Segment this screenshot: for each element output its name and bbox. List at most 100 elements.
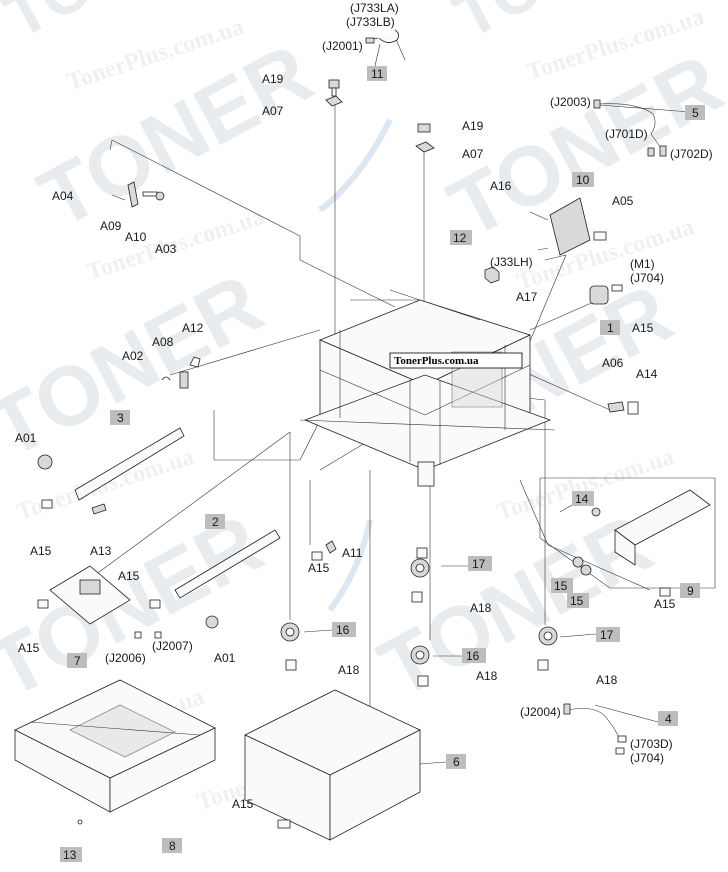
site-badge: TonerPlus.com.ua xyxy=(389,352,523,369)
part-label: 2 xyxy=(212,515,219,529)
part-label: (M1) xyxy=(630,257,655,271)
part-label: A12 xyxy=(182,321,204,335)
part-label: A14 xyxy=(636,367,658,381)
part-label: 16 xyxy=(466,649,480,663)
caster-17a xyxy=(410,547,430,603)
callout-1: 1 xyxy=(600,320,620,335)
callout-15b: 15 xyxy=(567,593,589,608)
part-label: (J702D) xyxy=(670,147,713,161)
part-label: A15 xyxy=(232,797,254,811)
part-label: 14 xyxy=(575,492,589,506)
part-label: 17 xyxy=(600,628,614,642)
frame-assembly xyxy=(299,289,556,487)
callout-7: 7 xyxy=(67,653,87,668)
part-label: (J704) xyxy=(630,751,664,765)
callout-boxes: 11 5 10 12 1 3 2 14 9 15 15 17 17 16 16 … xyxy=(60,66,705,862)
part-label: A18 xyxy=(338,663,360,677)
callout-2: 2 xyxy=(205,514,225,529)
part-label: A07 xyxy=(462,147,484,161)
callout-8: 8 xyxy=(162,838,182,853)
part-label: (J2003) xyxy=(550,95,591,109)
part-label: A10 xyxy=(125,230,147,244)
watermark-url: TonerPlus.com.ua xyxy=(514,214,697,296)
callout-15a: 15 xyxy=(551,578,573,593)
part-labels: (J733LA) (J733LB) (J2001) A19 A07 A19 A0… xyxy=(15,1,713,811)
site-badge-text: TonerPlus.com.ua xyxy=(394,355,479,367)
part-label: 13 xyxy=(63,848,77,862)
part-label: (J2004) xyxy=(520,705,561,719)
caster-16b xyxy=(410,645,430,687)
part-label: 12 xyxy=(453,231,467,245)
part-label: 1 xyxy=(607,321,614,335)
part-label: (J704) xyxy=(630,271,664,285)
part-label: 3 xyxy=(117,411,124,425)
part-label: A17 xyxy=(516,290,538,304)
callout-6: 6 xyxy=(446,754,466,769)
part-label: A18 xyxy=(596,673,618,687)
part-label: A18 xyxy=(470,601,492,615)
part-label: 11 xyxy=(371,67,384,81)
part-label: A08 xyxy=(152,335,174,349)
part-label: (J733LA) xyxy=(350,1,399,15)
part-label: A16 xyxy=(490,179,512,193)
part-label: A02 xyxy=(122,349,144,363)
part-label: A15 xyxy=(632,321,654,335)
part-label: 17 xyxy=(472,557,486,571)
callout-9: 9 xyxy=(680,583,700,598)
caster-17b xyxy=(537,626,558,671)
part-label: (J2001) xyxy=(322,39,363,53)
part-label: (J703D) xyxy=(630,737,673,751)
part-label: A05 xyxy=(612,194,634,208)
callout-12: 12 xyxy=(450,230,472,245)
part-label: A01 xyxy=(214,651,236,665)
part-label: 6 xyxy=(453,755,460,769)
caster-16a xyxy=(280,622,300,671)
part-label: 5 xyxy=(692,106,699,120)
part-label: 7 xyxy=(74,654,81,668)
callout-4: 4 xyxy=(658,711,678,726)
part-label: 9 xyxy=(687,584,694,598)
leader-lines xyxy=(94,36,691,823)
part-label: A07 xyxy=(262,104,284,118)
callout-17b: 17 xyxy=(596,627,620,642)
part-label: A03 xyxy=(155,242,177,256)
part-label: 10 xyxy=(576,173,590,187)
callout-17a: 17 xyxy=(468,556,492,571)
part-label: (J733LB) xyxy=(346,15,395,29)
part-label: A15 xyxy=(654,597,676,611)
watermark-swoosh xyxy=(327,519,373,612)
part-label: (J2006) xyxy=(105,651,146,665)
parts xyxy=(14,29,716,841)
part-label: A19 xyxy=(262,72,284,86)
part-label: A13 xyxy=(90,544,112,558)
part-label: A09 xyxy=(100,219,122,233)
callout-14: 14 xyxy=(572,491,594,506)
callout-5: 5 xyxy=(685,105,705,120)
part-label: (J2007) xyxy=(152,639,193,653)
callout-16a: 16 xyxy=(332,622,356,637)
part-label: A15 xyxy=(30,544,52,558)
callout-11: 11 xyxy=(367,66,387,81)
part-label: A18 xyxy=(476,669,498,683)
part-label: A19 xyxy=(462,119,484,133)
callout-13: 13 xyxy=(60,847,82,862)
callout-3: 3 xyxy=(110,410,130,425)
part-label: 4 xyxy=(665,712,672,726)
callout-10: 10 xyxy=(572,172,594,187)
part-label: 15 xyxy=(554,579,568,593)
part-label: 15 xyxy=(570,594,584,608)
watermark-swoosh xyxy=(318,118,393,213)
part-label: 8 xyxy=(169,839,176,853)
part-label: (J701D) xyxy=(605,127,648,141)
part-label: A01 xyxy=(15,431,37,445)
watermark-brand: TONER xyxy=(0,256,277,476)
part-label: 16 xyxy=(336,623,350,637)
part-label: A11 xyxy=(342,546,363,560)
part-label: (J33LH) xyxy=(490,255,533,269)
part-label: A15 xyxy=(18,641,40,655)
part-label: A04 xyxy=(52,189,74,203)
part-label: A15 xyxy=(308,561,330,575)
part-label: A06 xyxy=(602,356,624,370)
